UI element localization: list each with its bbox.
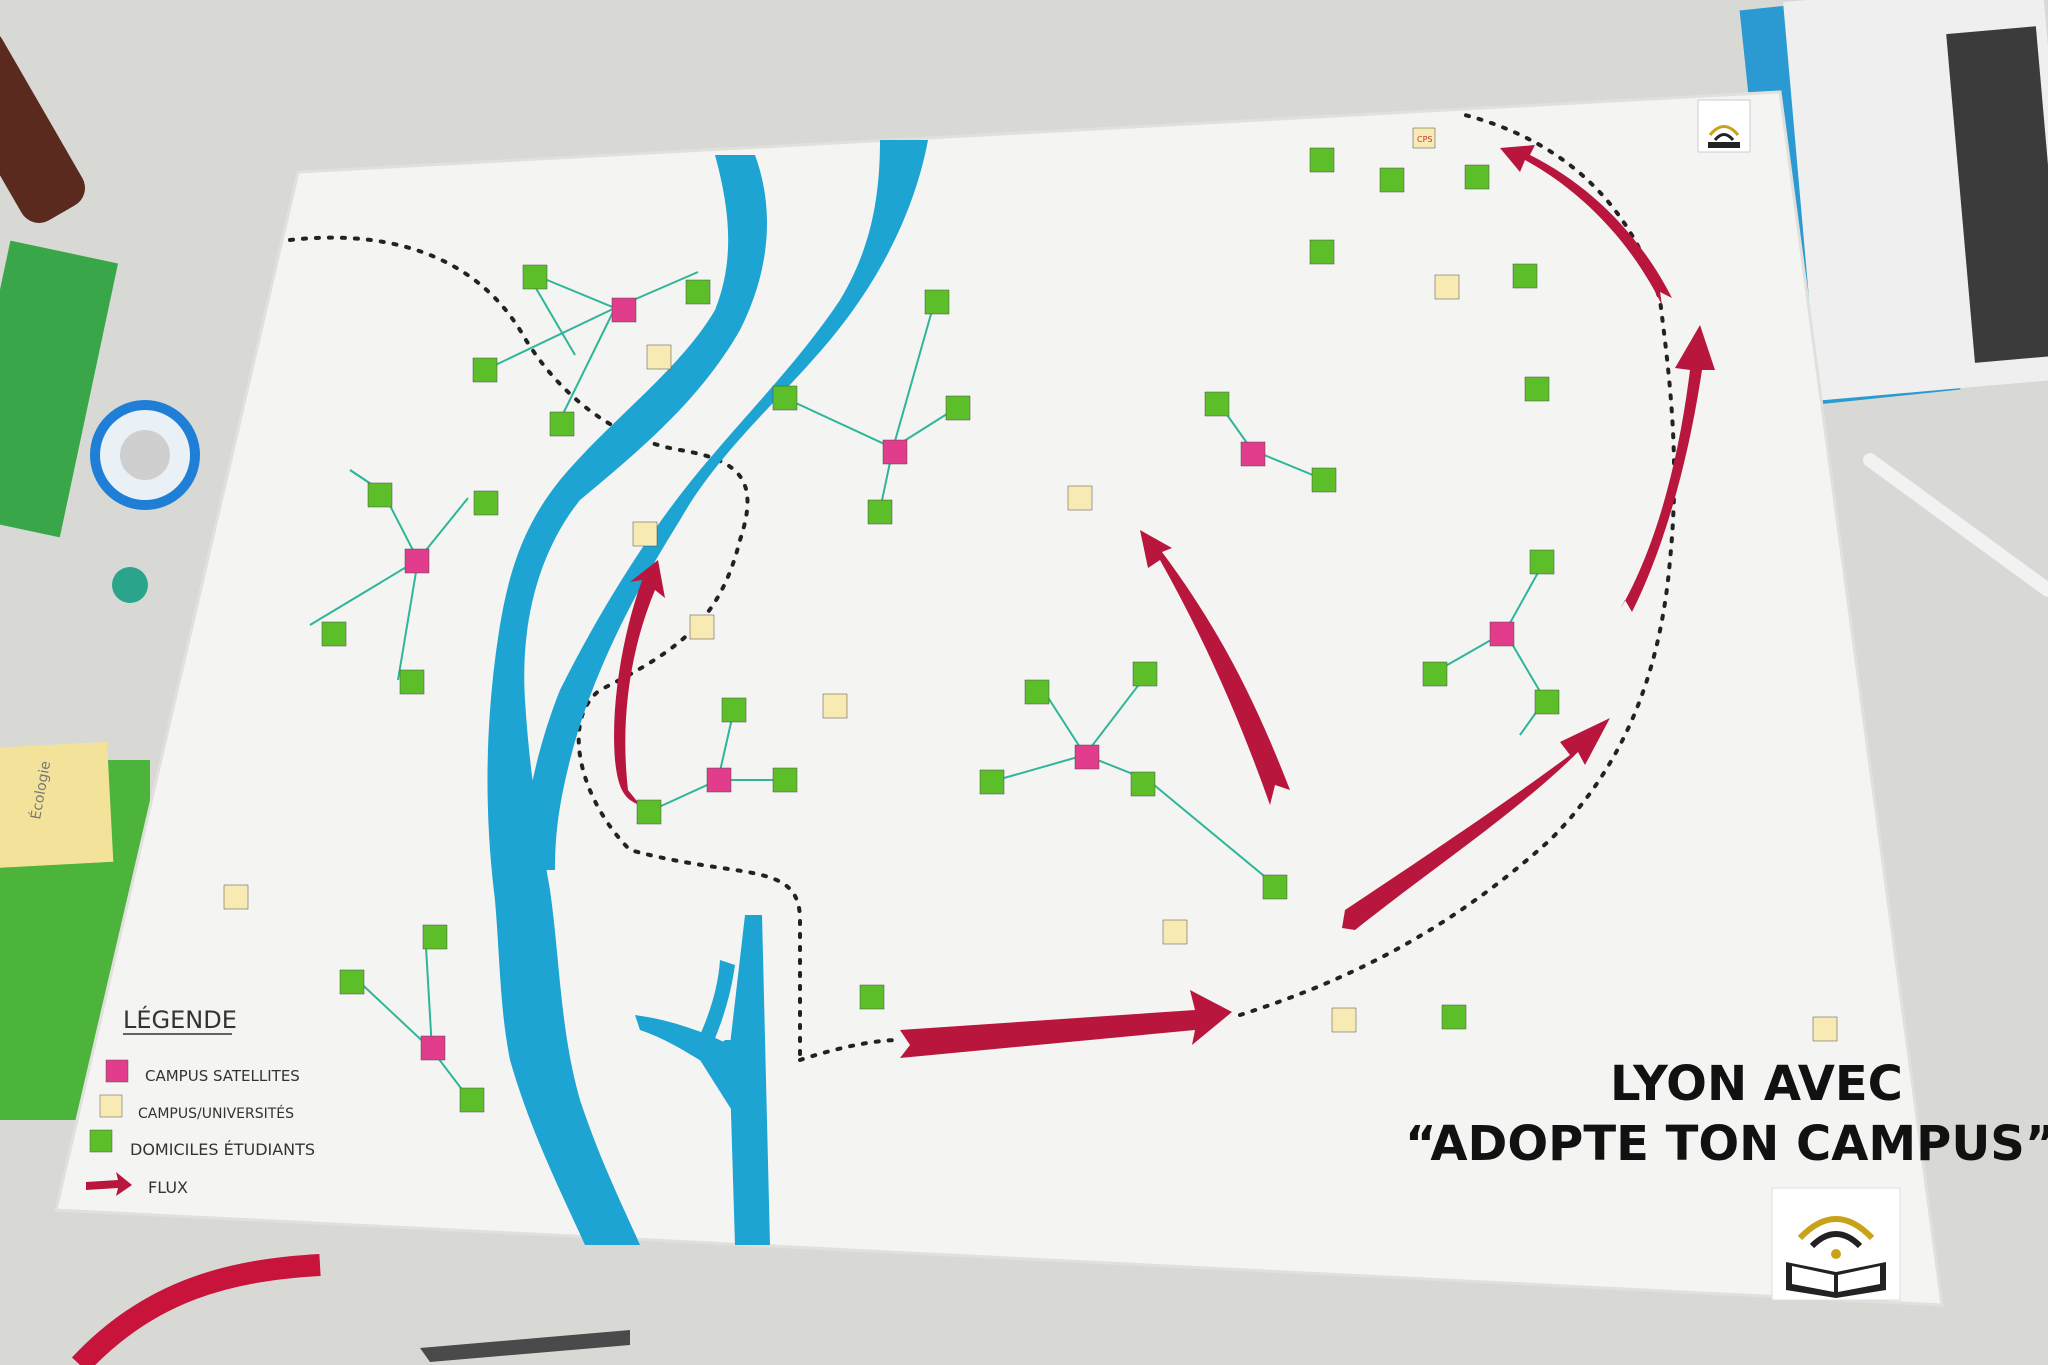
map-title: LYON AVEC “ADOPTE TON CAMPUS” [1405,1056,2048,1172]
river [487,140,928,1245]
markers: CPS [223,127,1838,1113]
green-paper [0,240,119,538]
can [0,29,85,223]
legend-home-swatch [89,1129,113,1153]
satellite-markers [404,297,1515,1061]
red-paper-scrap [71,1254,321,1365]
legend-label-campus: CAMPUS/UNIVERSITÉS [138,1105,294,1122]
yarn-ball [112,567,148,603]
legend: LÉGENDE CAMPUS SATELLITES CAMPUS/UNIVERS… [86,1005,315,1197]
pen [1863,453,2048,597]
legend-title: LÉGENDE [123,1005,237,1034]
legend-satellite-swatch [105,1059,129,1083]
title-line-1: LYON AVEC [1610,1056,1903,1112]
sticky-note [0,741,114,869]
city-boundary [288,113,1677,1062]
legend-campus-swatch [99,1094,123,1118]
legend-label-flux: FLUX [148,1178,188,1197]
wifi-book-logo [1771,1187,1901,1301]
legend-arrow-swatch [86,1172,132,1196]
wifi-book-logo-small [1697,99,1751,153]
campus-markers [223,127,1838,1042]
legend-label-home: DOMICILES ÉTUDIANTS [130,1140,315,1159]
scissors [420,1330,630,1362]
title-line-2: “ADOPTE TON CAMPUS” [1405,1116,2048,1172]
legend-label-satellite: CAMPUS SATELLITES [145,1067,300,1085]
home-markers [321,147,1560,1113]
flow-arrows [614,145,1715,1058]
small-label: CPS [1417,135,1433,144]
